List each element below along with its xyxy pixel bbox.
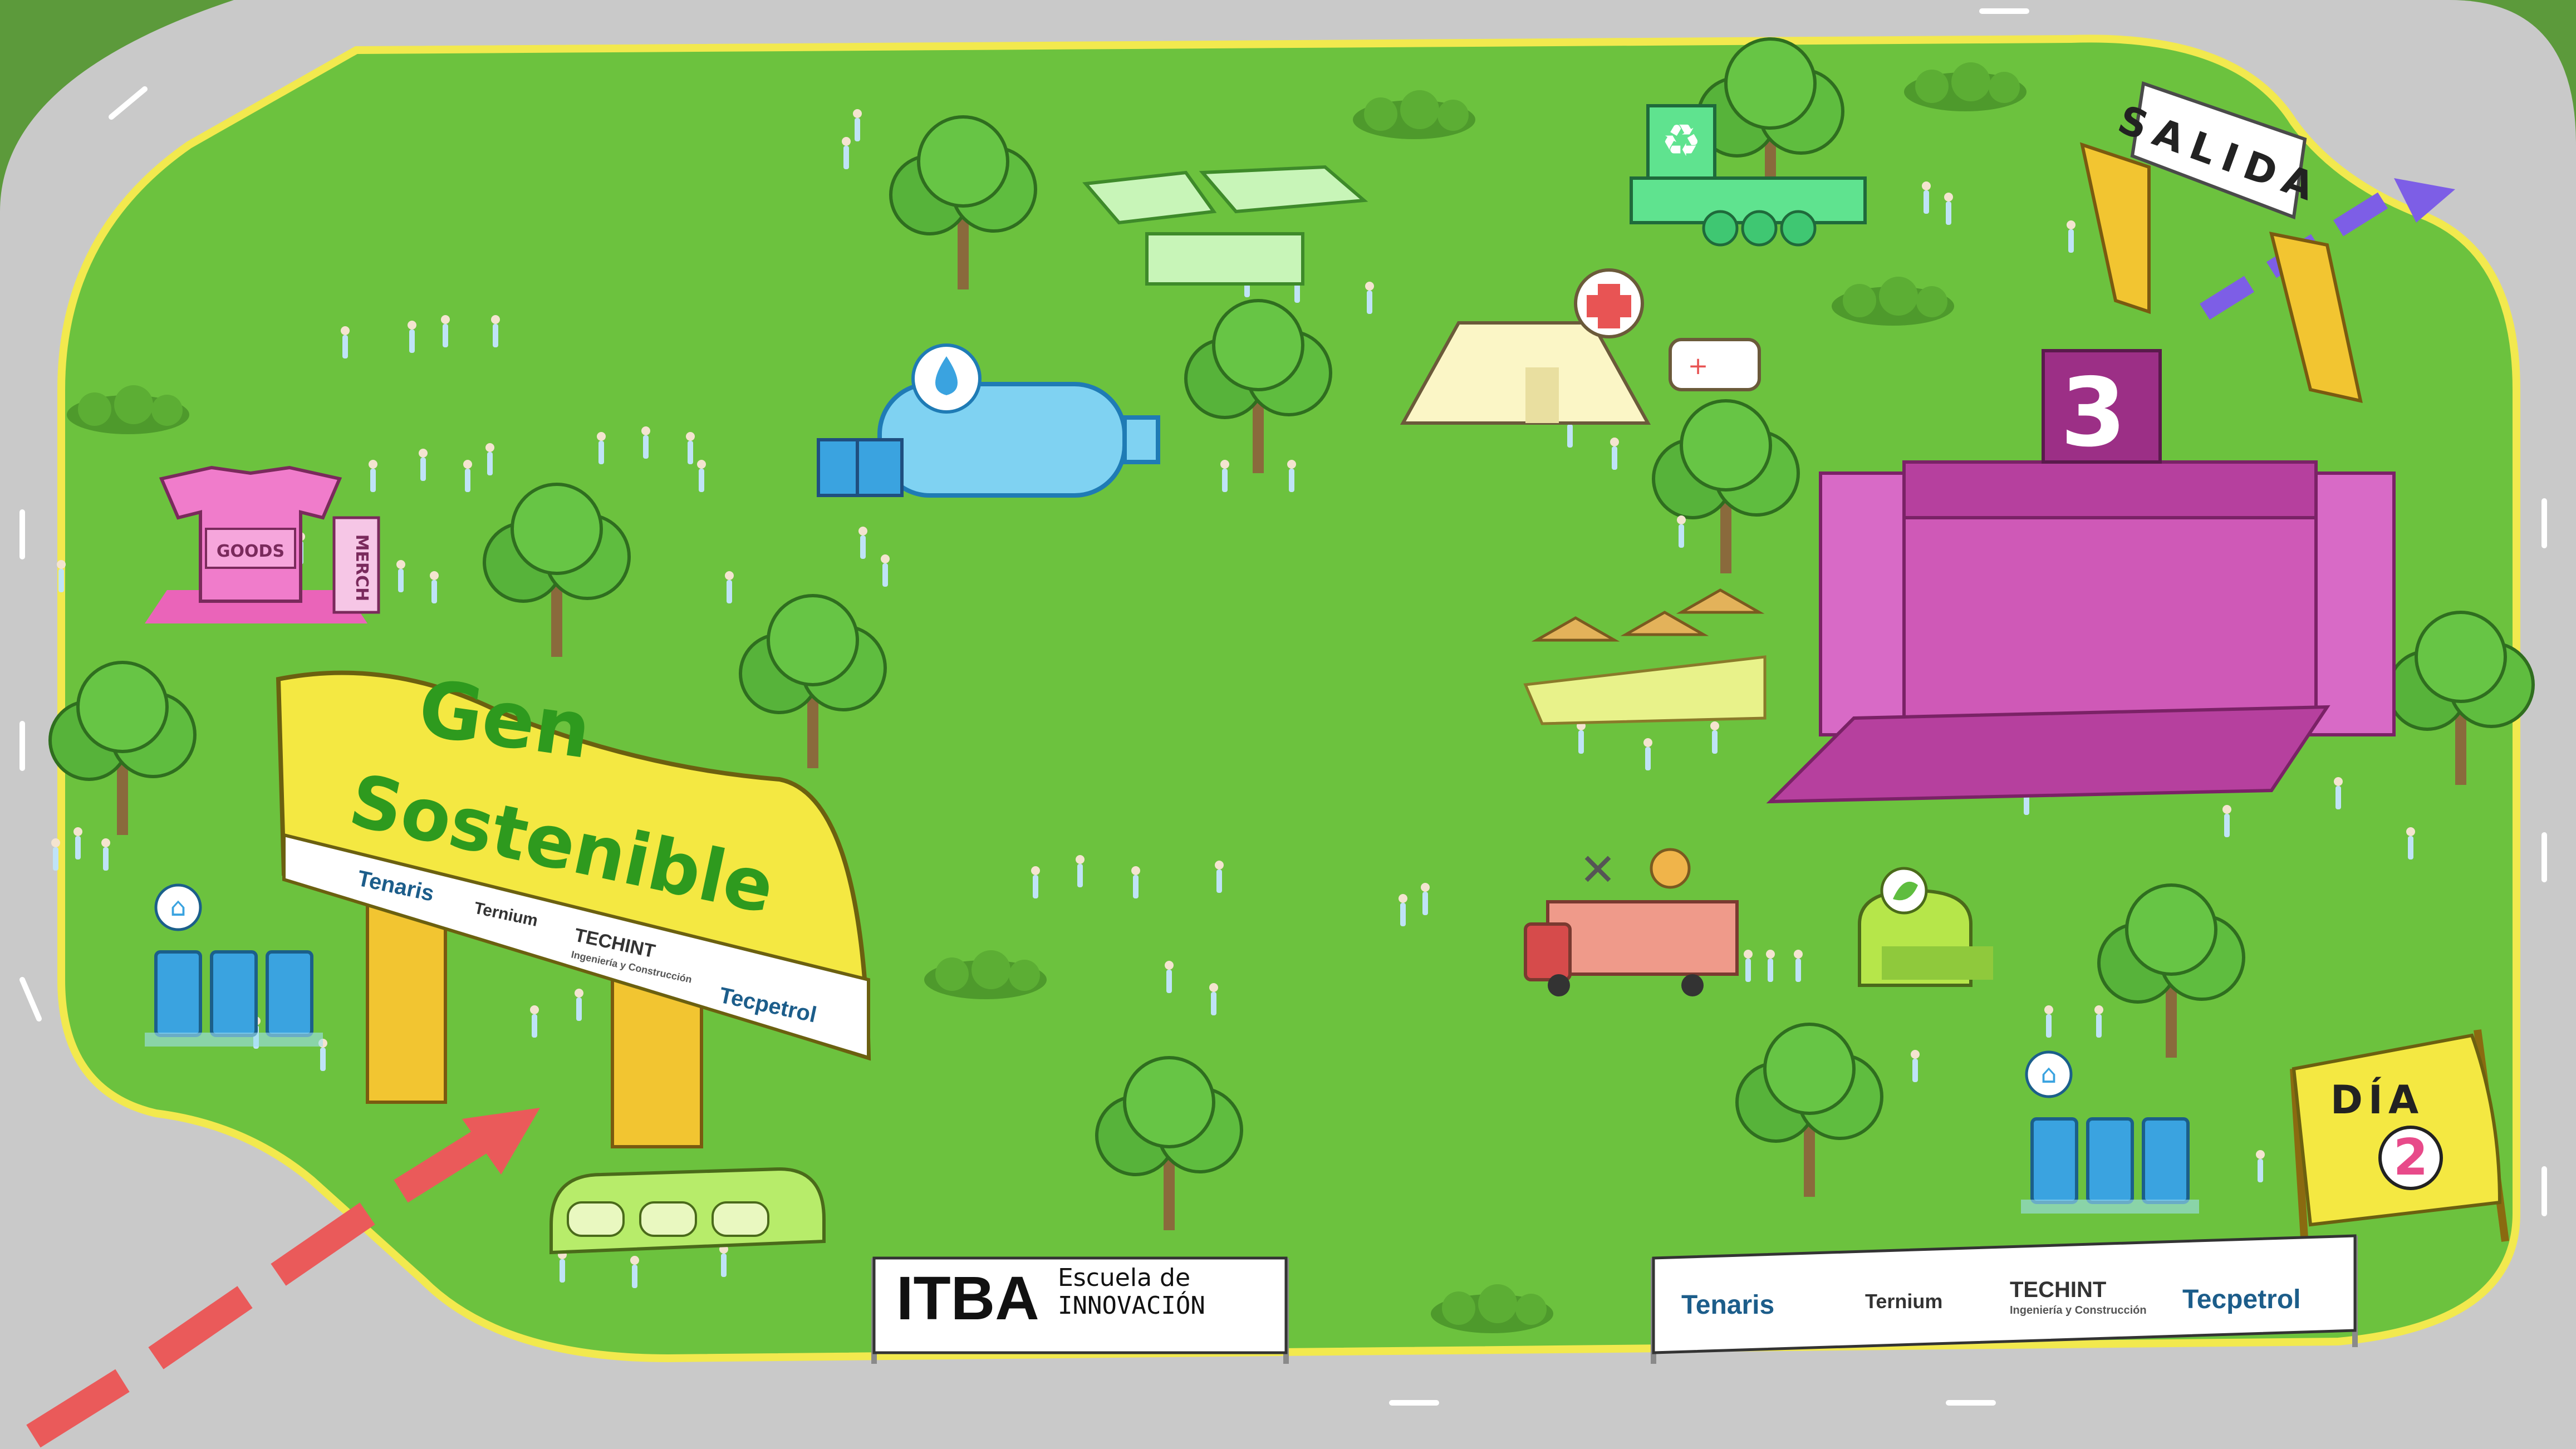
stage-number: 3 [2060, 358, 2126, 468]
toilet-icon: ⌂ [2040, 1059, 2057, 1089]
sponsor-banner: Tenaris Ternium TECHINT Ingeniería y Con… [1651, 1234, 2358, 1364]
banner-techint-sub: Ingeniería y Construcción [2010, 1304, 2147, 1317]
banner-techint: TECHINT [2010, 1278, 2106, 1302]
water-station [817, 343, 1160, 498]
burger-icon [1650, 848, 1691, 889]
banner-ternium: Ternium [1865, 1290, 1942, 1313]
water-drop-icon [935, 356, 958, 395]
svg-text:+: + [1688, 352, 1709, 380]
fork-knife-icon: ✕ [1579, 844, 1616, 896]
day-flag: DÍA 2 [2290, 1029, 2509, 1247]
leaf-icon [1893, 881, 1918, 901]
itba-line2: INNOVACIÓN [1058, 1290, 1205, 1320]
itba-line1: Escuela de [1058, 1264, 1190, 1292]
banner-tecpetrol: Tecpetrol [2182, 1285, 2300, 1314]
food-truck: ✕ [1524, 844, 1739, 996]
toilet-icon: ⌂ [170, 892, 186, 922]
road-lane-marks [19, 8, 2547, 1406]
merch-stand: GOODS MERCH [145, 465, 380, 623]
recycle-icon: ♻ [1661, 115, 1701, 166]
itba-banner: ITBA Escuela de INNOVACIÓN [871, 1256, 1289, 1364]
exit-gate: SALIDA [2079, 81, 2363, 403]
day-flag-label: DÍA [2330, 1077, 2424, 1123]
banner-tenaris: Tenaris [1681, 1290, 1774, 1320]
eco-kiosk [1858, 867, 1993, 987]
chill-zone [1523, 588, 1767, 725]
entry-arrow [26, 1108, 540, 1448]
medical-cross-icon [1587, 284, 1631, 328]
ambulance [1669, 338, 1761, 391]
merch-shirt-text: GOODS [217, 542, 284, 561]
main-sign: Gen Sostenible Tenaris Ternium TECHINT I… [276, 663, 871, 1148]
medical-tent: + [1400, 268, 1761, 425]
green-tunnel [549, 1167, 826, 1255]
solar-station [1082, 165, 1368, 286]
toilets-left: ⌂ [145, 883, 323, 1047]
day-flag-number: 2 [2393, 1128, 2428, 1187]
stage: 3 [1766, 349, 2396, 804]
recycle-point: ♻ [1630, 104, 1867, 247]
itba-logo: ITBA [896, 1264, 1039, 1333]
toilets-right: ⌂ [2021, 1050, 2199, 1214]
merch-sign: MERCH [352, 534, 371, 602]
